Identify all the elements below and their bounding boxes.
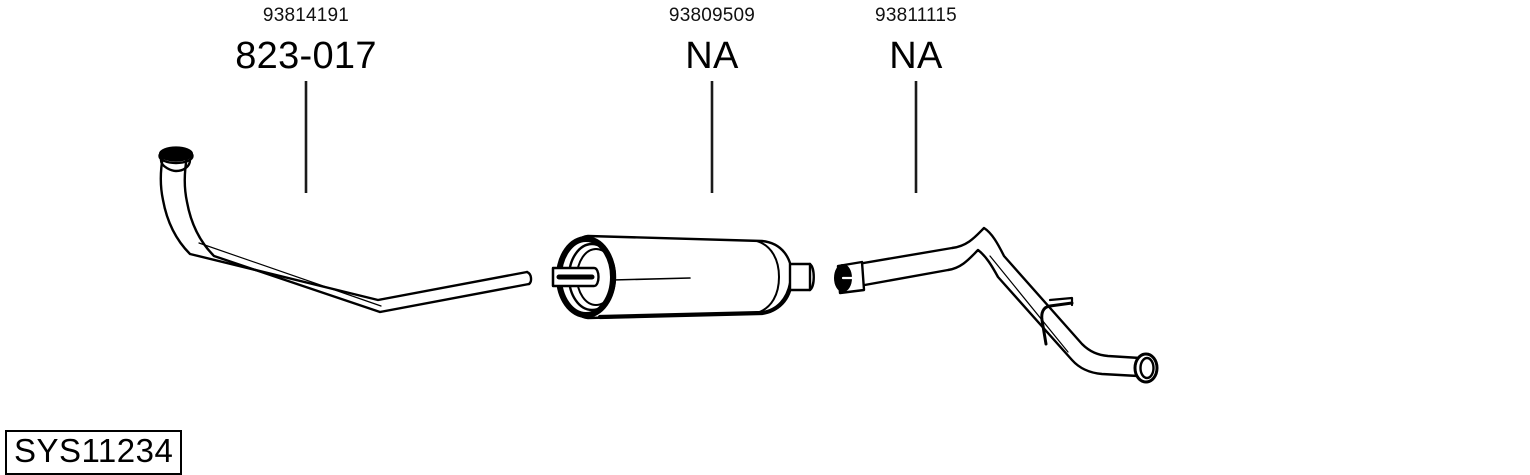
part-name-tail-pipe: NA [889,35,943,77]
tail-pipe-hanger-tab [1048,296,1074,307]
front-pipe-inlet-bell [159,158,192,173]
front-pipe-graphic [158,146,533,314]
tail-pipe-upper-wall [844,226,1142,360]
front-pipe-highlight [198,242,382,307]
part-label-tail-pipe: 93811115 NA [766,6,1066,75]
front-pipe-outlet-cap [525,270,533,286]
leader-lines [304,81,918,193]
tail-pipe-graphic [834,226,1159,384]
front-pipe-lower-wall [183,155,531,314]
front-pipe-upper-wall [159,154,529,302]
system-id-badge: SYS11234 [5,430,183,475]
tail-pipe-highlight [989,255,1069,353]
silencer-right-cap-seam [756,240,780,314]
silencer-outlet-stub-end [808,262,815,292]
silencer-outlet-stub [788,262,812,292]
tail-pipe-hanger-bracket [1040,301,1074,346]
front-pipe-inlet-rim [158,147,194,165]
part-number-front-pipe: 93814191 [262,5,350,26]
part-number-middle-silencer: 93809509 [668,5,756,26]
part-name-front-pipe: 823-017 [235,35,377,77]
part-number-tail-pipe: 93811115 [875,5,957,26]
silencer-body-seam [611,277,691,281]
part-name-middle-silencer: NA [685,35,739,77]
part-label-middle-silencer: 93809509 NA [562,6,862,75]
middle-silencer-graphic [551,234,815,320]
tail-pipe-outlet-opening-inner [1139,356,1155,380]
tail-pipe-lower-wall [846,248,1140,378]
part-label-front-pipe: 93814191 823-017 [156,6,456,75]
